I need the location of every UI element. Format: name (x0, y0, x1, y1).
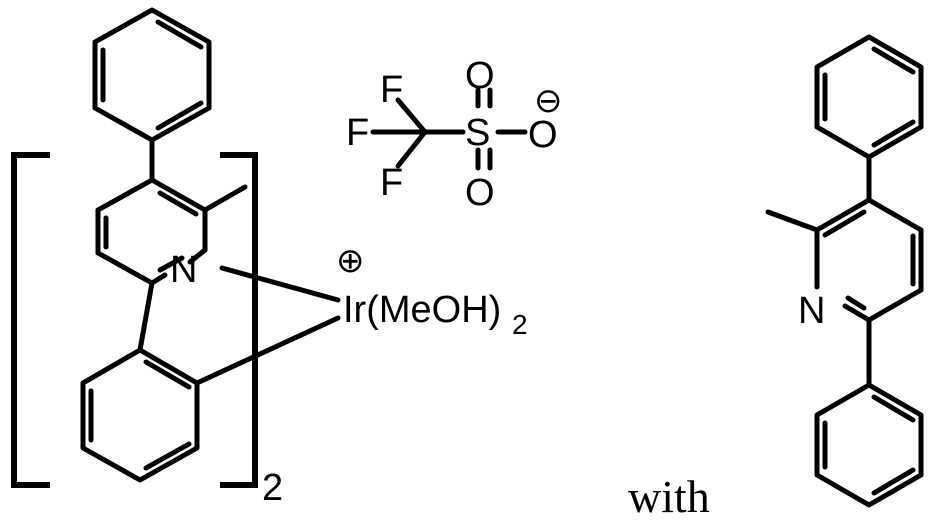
with-label: with (628, 471, 710, 520)
complex-top-phenyl-ring (95, 10, 209, 140)
ligand-methyl-bond (768, 212, 817, 230)
fluorine-bottom-label: F (380, 162, 403, 204)
anion-charge: ⊖ (534, 81, 563, 121)
right-bracket (220, 155, 255, 485)
cation-charge: ⊕ (336, 241, 365, 281)
ligand-top-phenyl-ring (817, 37, 921, 157)
complex-methyl-bond (205, 187, 245, 210)
triflate-anion: F F F S O O O ⊖ (346, 55, 563, 214)
complex-nitrogen-label: N (170, 249, 197, 291)
complex-bottom-phenyl-ring (83, 350, 197, 480)
metal-center-label: Ir(MeOH) (343, 289, 501, 331)
metal-center-subscript: 2 (512, 309, 528, 340)
fluorine-left-label: F (346, 112, 369, 154)
bracket-multiplier: 2 (262, 467, 283, 509)
ligand-bottom-phenyl-ring (817, 385, 921, 505)
c-ir-bond (197, 318, 338, 383)
left-bracket (14, 155, 50, 485)
n-ir-bond (222, 268, 338, 300)
ligand-pyridine-ring (817, 200, 921, 320)
complex-pyridine-phenyl-bond (140, 283, 152, 350)
oxygen-bottom-label: O (465, 172, 495, 214)
ligand-nitrogen-label: N (798, 290, 825, 332)
